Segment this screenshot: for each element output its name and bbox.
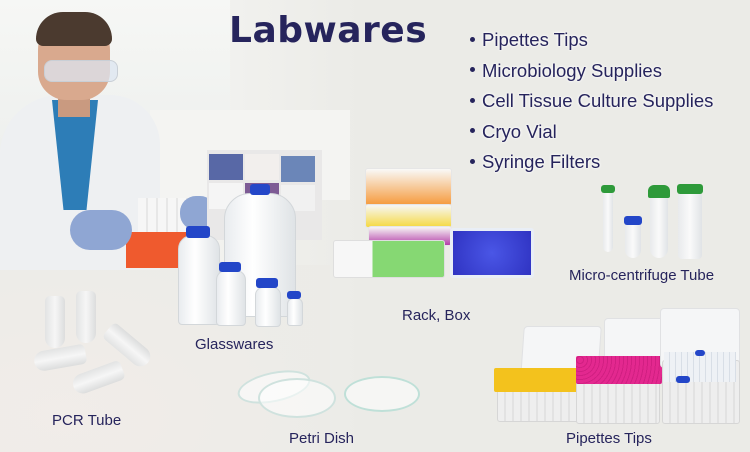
product-label-glasswares: Glasswares <box>195 336 274 353</box>
yellow-rack-box <box>365 204 452 228</box>
glass-bottle-medium <box>178 235 220 325</box>
pcr-tube <box>76 291 96 343</box>
blue-clip-icon <box>676 376 690 383</box>
tube-rack-inserts <box>138 198 188 238</box>
bullet-icon <box>470 67 475 73</box>
centrifuge-tube-short <box>625 222 641 258</box>
product-label-petri-dish: Petri Dish <box>289 430 355 447</box>
product-label-rack-box: Rack, Box <box>402 307 471 324</box>
red-tube-rack <box>126 232 186 268</box>
green-cap-icon <box>601 185 615 193</box>
blue-cryo-rack <box>450 228 534 278</box>
blue-cap-icon <box>624 216 642 225</box>
orange-rack-box <box>365 168 452 206</box>
centrifuge-tube-thin <box>603 190 613 252</box>
gloved-hand-left <box>70 210 132 250</box>
yellow-tip-rack <box>494 368 580 392</box>
glass-bottle-tiny <box>287 298 303 326</box>
blue-cap-icon <box>256 278 278 288</box>
product-label-pipettes-tips: Pipettes Tips <box>566 430 652 447</box>
bullet-icon <box>470 158 475 164</box>
scientist-neck <box>58 95 90 117</box>
pcr-tube <box>45 296 65 348</box>
blue-cap-icon <box>219 262 241 272</box>
centrifuge-tube-conical <box>650 196 668 258</box>
centrifuge-tube-wide <box>678 193 702 259</box>
green-cap-icon <box>677 184 703 194</box>
petri-dish <box>344 376 420 412</box>
bullet-icon <box>470 36 475 42</box>
blue-cap-icon <box>250 184 270 195</box>
clear-tip-rack <box>664 352 736 382</box>
glass-bottle-small <box>216 270 246 326</box>
product-category-list: Pipettes Tips Microbiology Supplies Cell… <box>470 26 713 179</box>
product-label-micro-centrifuge-tube: Micro-centrifuge Tube <box>569 267 715 284</box>
bullet-icon <box>470 128 475 134</box>
tip-box-base <box>576 378 660 424</box>
glass-bottle-smaller <box>255 287 281 327</box>
green-cap-icon <box>648 185 670 198</box>
freezer-box-blue <box>281 156 315 182</box>
page-title: Labwares <box>229 10 428 51</box>
list-item: Pipettes Tips <box>470 26 713 57</box>
bullet-icon <box>470 97 475 103</box>
freezer-box-white <box>245 154 279 180</box>
freezer-box-blue <box>209 154 243 180</box>
list-item: Microbiology Supplies <box>470 57 713 88</box>
safety-goggles-icon <box>44 60 118 82</box>
green-rack-box <box>333 240 445 278</box>
list-item: Cryo Vial <box>470 118 713 149</box>
product-label-pcr-tube: PCR Tube <box>52 412 122 429</box>
blue-cap-icon <box>186 226 210 238</box>
blue-cap-icon <box>287 291 301 299</box>
scientist-hair <box>36 12 112 46</box>
magenta-tip-rack <box>576 356 662 384</box>
petri-dish-base <box>258 378 336 418</box>
list-item: Syringe Filters <box>470 148 713 179</box>
blue-clip-icon <box>695 350 705 356</box>
list-item: Cell Tissue Culture Supplies <box>470 87 713 118</box>
